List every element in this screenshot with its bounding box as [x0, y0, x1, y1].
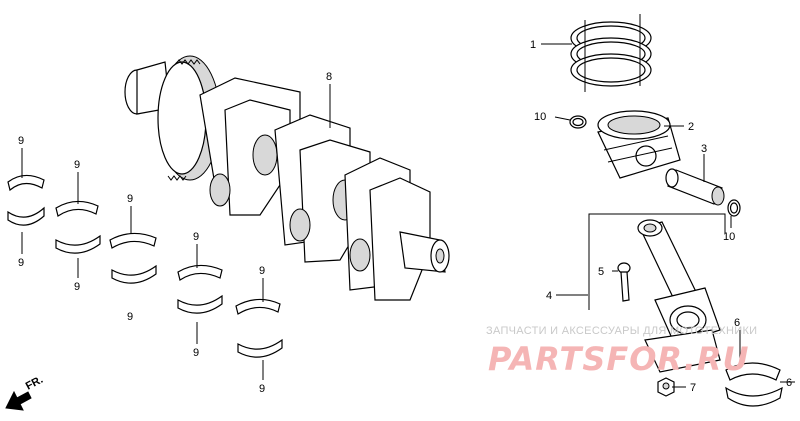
- callout-9: 9: [127, 193, 133, 205]
- piston[interactable]: [597, 110, 681, 179]
- callout-9: 9: [193, 347, 199, 359]
- callout-9: 9: [127, 311, 133, 323]
- rod-bearing-upper[interactable]: [725, 362, 781, 381]
- piston-rings[interactable]: [570, 14, 652, 92]
- callout-3: 3: [701, 143, 707, 155]
- main-bearing-5[interactable]: [235, 298, 283, 358]
- callout-5: 5: [598, 266, 604, 278]
- front-arrow-icon: [5, 390, 32, 411]
- callout-8: 8: [326, 71, 332, 83]
- callout-6-upper: 6: [734, 317, 740, 329]
- main-bearing-4[interactable]: [177, 264, 223, 314]
- watermark-tagline: ЗАПЧАСТИ И АКСЕССУАРЫ ДЛЯ МОТОТЕХНИКИ: [486, 325, 757, 337]
- main-bearing-2[interactable]: [55, 200, 101, 254]
- rod-nut[interactable]: [657, 377, 675, 397]
- callout-9: 9: [193, 231, 199, 243]
- watermark-logo-text: PARTSFOR.RU: [488, 340, 749, 378]
- callout-6-lower: 6: [786, 377, 792, 389]
- callout-9: 9: [259, 265, 265, 277]
- piston-pin[interactable]: [665, 168, 725, 206]
- leader-lines: [21, 43, 795, 388]
- callout-2: 2: [688, 121, 694, 133]
- main-bearing-3[interactable]: [109, 232, 157, 284]
- front-direction-label: FR.: [24, 374, 45, 393]
- piston-pin-clip-upper[interactable]: [569, 115, 587, 129]
- connecting-rod[interactable]: [588, 213, 726, 373]
- crankshaft[interactable]: [124, 55, 450, 301]
- callout-10-upper: 10: [534, 111, 546, 123]
- callout-9: 9: [18, 257, 24, 269]
- callout-7: 7: [690, 382, 696, 394]
- piston-pin-clip-lower[interactable]: [727, 199, 741, 217]
- callout-9: 9: [74, 159, 80, 171]
- callout-9: 9: [259, 383, 265, 395]
- front-direction-indicator: FR.: [5, 374, 45, 411]
- watermark: ЗАПЧАСТИ И АКСЕССУАРЫ ДЛЯ МОТОТЕХНИКИ PA…: [486, 325, 757, 378]
- rod-bearing-lower[interactable]: [725, 386, 783, 407]
- callout-labels: 1 10 2 3 10 4 5 6 6 7 8 9 9 9 9 9 9 9 9 …: [18, 39, 792, 395]
- callout-1: 1: [530, 39, 536, 51]
- callout-10-lower: 10: [723, 231, 735, 243]
- main-bearing-1[interactable]: [7, 174, 45, 226]
- callout-9: 9: [18, 135, 24, 147]
- callout-9: 9: [74, 281, 80, 293]
- rod-bolt[interactable]: [617, 262, 631, 302]
- callout-4: 4: [546, 290, 552, 302]
